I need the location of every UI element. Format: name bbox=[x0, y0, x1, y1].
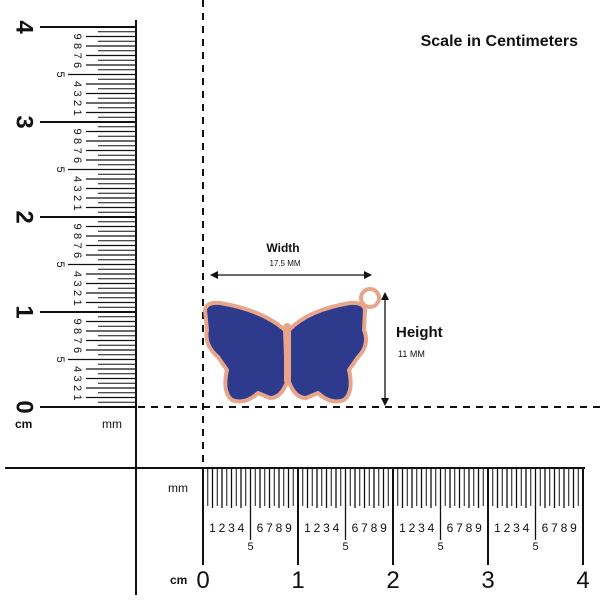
mm-digit-vertical: 6 bbox=[71, 347, 83, 353]
mm-digit-horizontal: 7 bbox=[551, 521, 558, 535]
mm-digit-vertical: 9 bbox=[71, 318, 83, 324]
mm-digit-horizontal: 4 bbox=[428, 521, 435, 535]
mm-digit-horizontal: 1 bbox=[209, 521, 216, 535]
right-wing bbox=[287, 300, 368, 404]
mm-digit-vertical: 3 bbox=[71, 185, 83, 191]
cm-label-horizontal: 4 bbox=[576, 567, 589, 594]
mm-digit-horizontal: 6 bbox=[447, 521, 454, 535]
mm-digit-horizontal: 5 bbox=[342, 541, 348, 553]
mm-digit-horizontal: 4 bbox=[333, 521, 340, 535]
mm-digit-vertical: 5 bbox=[54, 261, 66, 267]
mm-digit-vertical: 3 bbox=[71, 375, 83, 381]
mm-digit-vertical: 5 bbox=[54, 356, 66, 362]
height-label: Height bbox=[396, 324, 443, 341]
cm-label-horizontal: 1 bbox=[291, 567, 304, 594]
jump-ring bbox=[359, 287, 381, 309]
mm-digit-horizontal: 3 bbox=[228, 521, 235, 535]
mm-digit-horizontal: 7 bbox=[266, 521, 273, 535]
mm-digit-horizontal: 5 bbox=[247, 541, 253, 553]
mm-digit-vertical: 3 bbox=[71, 280, 83, 286]
mm-digit-horizontal: 6 bbox=[542, 521, 549, 535]
mm-digit-horizontal: 6 bbox=[352, 521, 359, 535]
cm-label-horizontal: 3 bbox=[481, 567, 494, 594]
mm-digit-vertical: 7 bbox=[71, 337, 83, 343]
mm-digit-horizontal: 6 bbox=[257, 521, 264, 535]
mm-digit-vertical: 4 bbox=[71, 271, 83, 277]
butterfly-pendant bbox=[203, 287, 381, 404]
mm-digit-horizontal: 4 bbox=[238, 521, 245, 535]
mm-digit-horizontal: 4 bbox=[523, 521, 530, 535]
mm-digit-vertical: 7 bbox=[71, 147, 83, 153]
mm-digit-vertical: 1 bbox=[71, 394, 83, 400]
cm-label-vertical: 1 bbox=[11, 305, 38, 318]
mm-digit-horizontal: 3 bbox=[513, 521, 520, 535]
mm-digit-vertical: 2 bbox=[71, 290, 83, 296]
mm-digit-horizontal: 5 bbox=[532, 541, 538, 553]
mm-digit-vertical: 6 bbox=[71, 62, 83, 68]
mm-digit-horizontal: 1 bbox=[304, 521, 311, 535]
cm-label-vertical: 3 bbox=[11, 115, 38, 128]
mm-unit-vertical: mm bbox=[102, 417, 122, 431]
mm-digit-horizontal: 8 bbox=[371, 521, 378, 535]
mm-digit-vertical: 4 bbox=[71, 81, 83, 87]
height-value: 11 MM bbox=[398, 349, 425, 359]
mm-digit-vertical: 4 bbox=[71, 176, 83, 182]
mm-digit-vertical: 9 bbox=[71, 223, 83, 229]
mm-digit-vertical: 7 bbox=[71, 242, 83, 248]
butterfly-body bbox=[284, 326, 290, 384]
width-value: 17.5 MM bbox=[269, 259, 300, 268]
scale-title: Scale in Centimeters bbox=[421, 33, 579, 50]
mm-digit-vertical: 8 bbox=[71, 138, 83, 144]
mm-digit-vertical: 8 bbox=[71, 233, 83, 239]
mm-digit-vertical: 8 bbox=[71, 328, 83, 334]
mm-digit-vertical: 2 bbox=[71, 195, 83, 201]
ruler-ticks: 1234567890123456789112345678921234567893… bbox=[11, 20, 590, 594]
cm-unit-horizontal: cm bbox=[170, 573, 187, 587]
mm-digit-horizontal: 1 bbox=[494, 521, 501, 535]
mm-digit-vertical: 2 bbox=[71, 100, 83, 106]
mm-digit-horizontal: 8 bbox=[466, 521, 473, 535]
mm-digit-vertical: 8 bbox=[71, 43, 83, 49]
mm-digit-horizontal: 7 bbox=[361, 521, 368, 535]
mm-digit-vertical: 9 bbox=[71, 33, 83, 39]
mm-digit-horizontal: 9 bbox=[380, 521, 387, 535]
butterfly-head bbox=[283, 323, 291, 331]
cm-label-horizontal: 0 bbox=[196, 567, 209, 594]
mm-digit-vertical: 7 bbox=[71, 52, 83, 58]
mm-digit-horizontal: 2 bbox=[314, 521, 321, 535]
mm-digit-horizontal: 5 bbox=[437, 541, 443, 553]
mm-digit-vertical: 5 bbox=[54, 71, 66, 77]
mm-digit-horizontal: 9 bbox=[475, 521, 482, 535]
mm-digit-horizontal: 9 bbox=[285, 521, 292, 535]
mm-digit-horizontal: 8 bbox=[276, 521, 283, 535]
mm-digit-vertical: 3 bbox=[71, 90, 83, 96]
mm-digit-horizontal: 7 bbox=[456, 521, 463, 535]
cm-label-vertical: 4 bbox=[11, 20, 38, 34]
mm-digit-vertical: 2 bbox=[71, 385, 83, 391]
mm-unit-horizontal: mm bbox=[168, 481, 188, 495]
mm-digit-horizontal: 3 bbox=[418, 521, 425, 535]
mm-digit-vertical: 1 bbox=[71, 204, 83, 210]
mm-digit-vertical: 9 bbox=[71, 128, 83, 134]
mm-digit-horizontal: 8 bbox=[561, 521, 568, 535]
mm-digit-horizontal: 1 bbox=[399, 521, 406, 535]
mm-digit-vertical: 6 bbox=[71, 157, 83, 163]
cm-label-horizontal: 2 bbox=[386, 567, 399, 594]
mm-digit-horizontal: 2 bbox=[409, 521, 416, 535]
mm-digit-horizontal: 3 bbox=[323, 521, 330, 535]
mm-digit-vertical: 5 bbox=[54, 166, 66, 172]
mm-digit-vertical: 1 bbox=[71, 299, 83, 305]
mm-digit-horizontal: 9 bbox=[570, 521, 577, 535]
cm-label-vertical: 2 bbox=[11, 210, 38, 223]
cm-unit-vertical: cm bbox=[15, 417, 32, 431]
mm-digit-vertical: 1 bbox=[71, 109, 83, 115]
mm-digit-horizontal: 2 bbox=[504, 521, 511, 535]
mm-digit-vertical: 6 bbox=[71, 252, 83, 258]
cm-label-vertical: 0 bbox=[11, 400, 38, 413]
mm-digit-vertical: 4 bbox=[71, 366, 83, 372]
mm-digit-horizontal: 2 bbox=[219, 521, 226, 535]
width-label: Width bbox=[266, 241, 299, 255]
left-wing bbox=[203, 300, 289, 404]
